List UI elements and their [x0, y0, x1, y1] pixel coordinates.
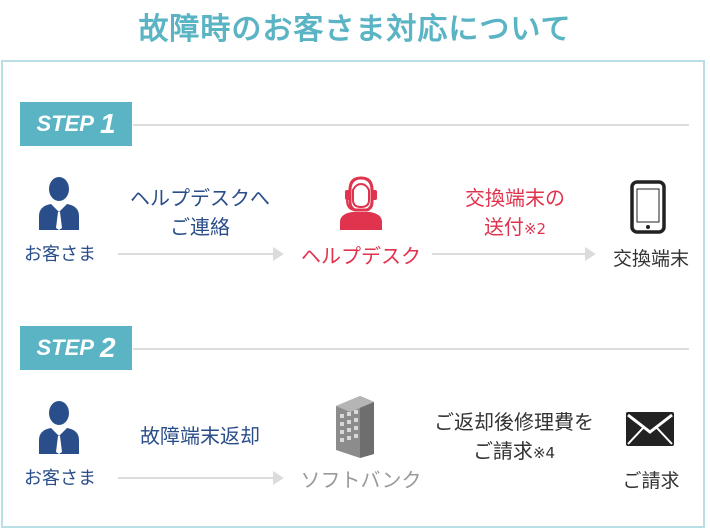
device-label: 交換端末 — [612, 248, 689, 270]
step2-arrow2-label: ご返却後修理費を ご請求※4 — [418, 408, 610, 468]
person-icon — [39, 177, 79, 230]
envelope-icon — [626, 412, 674, 446]
headset-operator-icon — [340, 176, 382, 230]
page-title: 故障時のお客さま対応について — [138, 12, 572, 47]
step1-divider — [133, 124, 689, 126]
step1-arrow2-line1: 交換端末の — [465, 186, 565, 210]
helpdesk-label: ヘルプデスク — [301, 244, 421, 268]
step1-arrow2 — [432, 247, 596, 261]
step1-arrow1 — [118, 247, 284, 261]
step1-badge: STEP 1 — [20, 102, 132, 146]
step2-arrow2-note: ※4 — [532, 444, 556, 462]
person-icon — [39, 401, 79, 454]
step2-arrow2-line1: ご返却後修理費を — [434, 410, 594, 434]
step1-arrow2-line2: 送付 — [483, 215, 524, 239]
step2-badge-word: STEP — [36, 335, 94, 360]
step1-arrow2-note: ※2 — [523, 220, 547, 238]
step2-arrow2-line2: ご請求 — [472, 439, 533, 463]
step1-arrow2-label: 交換端末の 送付※2 — [440, 184, 590, 244]
flow-frame — [1, 60, 705, 528]
company-label: ソフトバンク — [300, 468, 422, 492]
smartphone-icon — [630, 180, 666, 234]
step1-badge-word: STEP — [36, 111, 94, 136]
step2-arrow1-label: 故障端末返却 — [140, 424, 260, 448]
step1-arrow1-line1: ヘルプデスクへ — [130, 186, 270, 210]
step1-arrow1-line2: ご連絡 — [170, 215, 230, 239]
billing-label: ご請求 — [622, 470, 680, 492]
step2-arrow1 — [118, 471, 284, 485]
step2-customer-label: お客さま — [24, 468, 96, 489]
building-icon — [336, 396, 374, 458]
step1-badge-number: 1 — [99, 108, 116, 139]
step2-badge: STEP 2 — [20, 326, 132, 370]
step2-badge-number: 2 — [99, 332, 116, 363]
step1-arrow1-label: ヘルプデスクへ ご連絡 — [110, 184, 290, 242]
step1-customer-label: お客さま — [24, 244, 96, 265]
step2-divider — [133, 348, 689, 350]
